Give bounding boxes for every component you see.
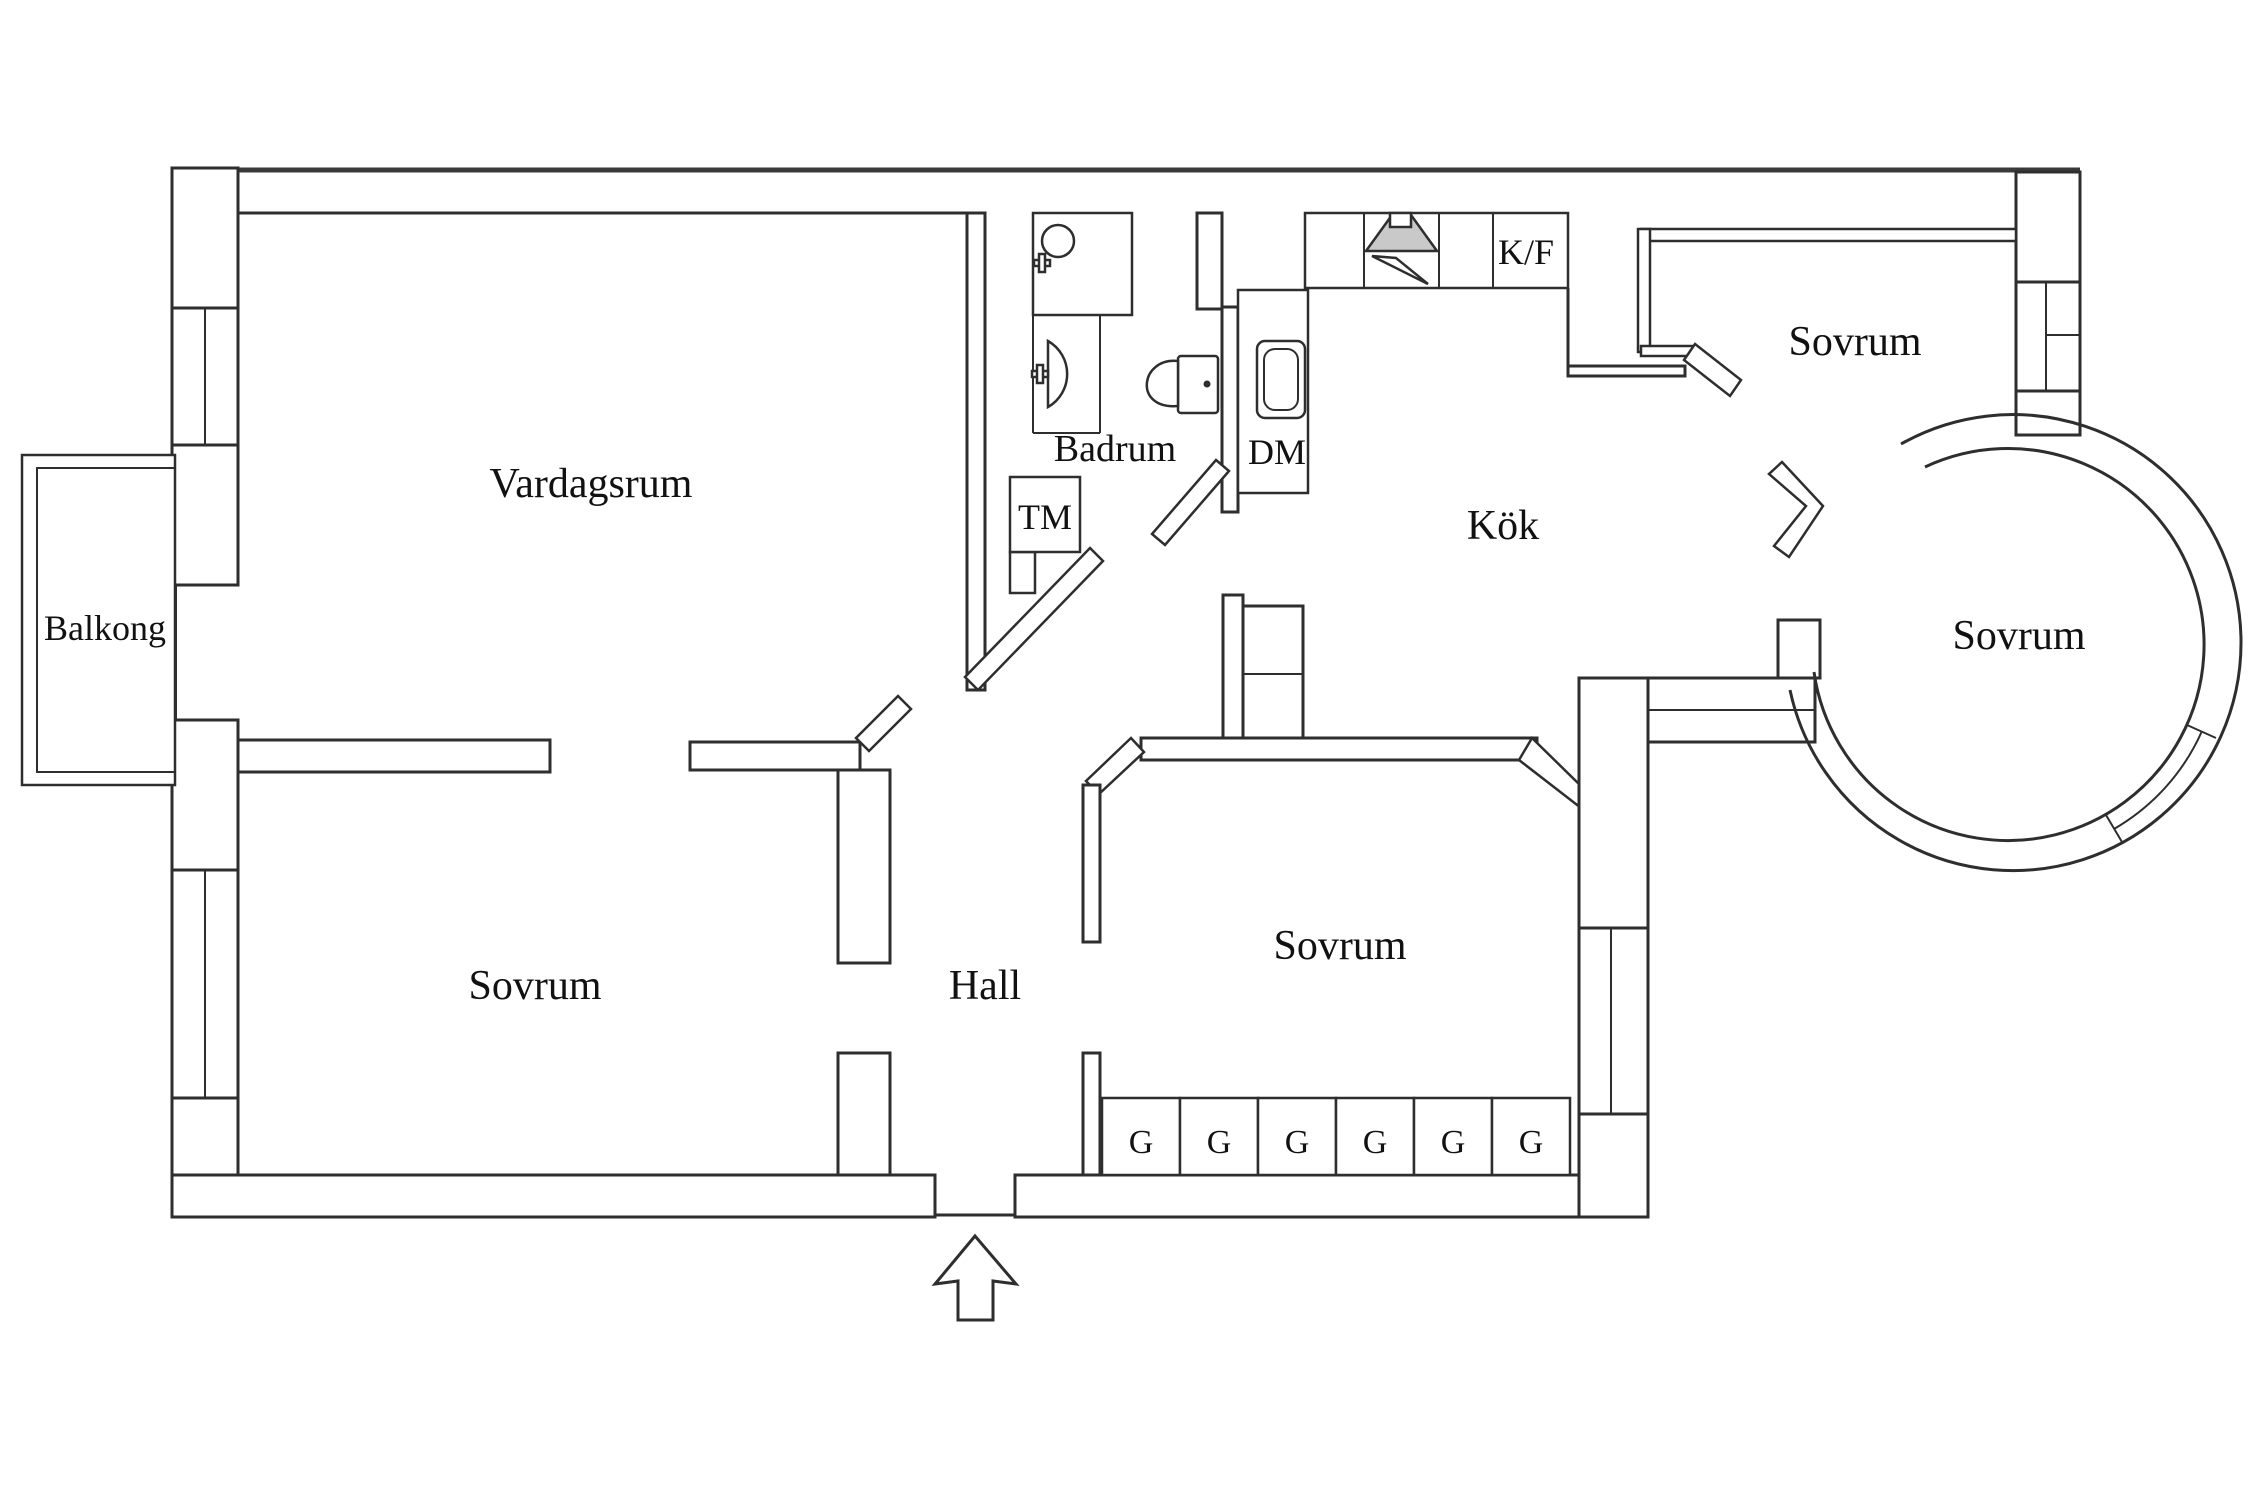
east-wall-window-bay	[1577, 926, 1650, 1116]
label-wardrobe-g: G	[1363, 1124, 1388, 1161]
wall-livingroom-bathroom	[965, 211, 987, 692]
wardrobe-box	[1178, 1096, 1260, 1177]
washbasin-icon	[1046, 338, 1069, 410]
wardrobe-box	[1256, 1096, 1338, 1177]
bathroom-east-wall-upper	[1195, 211, 1224, 311]
tower-walls	[1767, 413, 2243, 873]
bathroom-east-wall	[1220, 305, 1240, 514]
bathroom-door-leaf	[1150, 458, 1231, 547]
tower-inner-arc	[1812, 447, 2206, 843]
tower-outer-arc	[1788, 413, 2243, 873]
faucet-icon	[1035, 363, 1045, 385]
balcony	[20, 453, 177, 787]
label-kf: K/F	[1498, 232, 1554, 272]
east-wall-segment	[1577, 676, 1650, 930]
partition-hall-west	[836, 1051, 892, 1177]
left-wall-segment	[170, 443, 240, 587]
label-dm: DM	[1248, 432, 1306, 472]
east-wall-segment	[1577, 1112, 1650, 1219]
right-wall-segment	[2014, 170, 2082, 284]
labels: Vardagsrum Balkong Sovrum Hall Sovrum Ba…	[44, 232, 2086, 1161]
stove-hood-chimney	[1388, 211, 1413, 229]
partition-hall-east	[1081, 1051, 1102, 1177]
label-wardrobe-g: G	[1441, 1124, 1466, 1161]
right-wall-window-bay	[2014, 280, 2082, 393]
entrance-arrow-icon	[931, 1233, 1020, 1322]
partition-hall-west	[836, 768, 892, 965]
wardrobe-box	[1490, 1096, 1572, 1177]
partition-livingroom-bedroom	[236, 738, 552, 774]
partition-hall-east	[1081, 783, 1102, 944]
label-sovrum-left: Sovrum	[468, 963, 601, 1009]
label-hall: Hall	[949, 963, 1021, 1009]
label-wardrobe-g: G	[1129, 1124, 1154, 1161]
kitchen-fixtures	[1008, 211, 1570, 554]
tower-window-pane	[2113, 730, 2203, 830]
bedroom-tr-left-wall	[1636, 227, 1652, 354]
partition-livingroom-bedroom	[688, 740, 862, 772]
label-balkong: Balkong	[44, 608, 166, 648]
label-sovrum-bottom: Sovrum	[1273, 923, 1406, 969]
kitchen-ne-wall	[1566, 364, 1687, 378]
tower-wall-stub	[1776, 618, 1822, 680]
bedroom-door-leaf	[854, 694, 913, 753]
left-wall-segment	[170, 166, 240, 310]
bedroom-tr-top-wall	[1639, 227, 2018, 243]
kitchen-sink-outer	[1255, 339, 1307, 420]
washing-machine-box	[1008, 475, 1082, 554]
wardrobe-row	[1100, 1096, 1572, 1177]
stove-fan-blade-icon	[1371, 254, 1429, 286]
wardrobe-box	[1334, 1096, 1416, 1177]
tower-door-jamb	[1767, 460, 1825, 559]
label-wardrobe-g: G	[1207, 1124, 1232, 1161]
right-wall-segment	[2014, 389, 2082, 437]
label-sovrum-top-right: Sovrum	[1788, 319, 1921, 365]
bedroom-tr-door-jamb	[1682, 342, 1743, 398]
balcony-outer-rail	[20, 453, 177, 787]
door-jamb	[1008, 550, 1037, 595]
label-badrum: Badrum	[1054, 428, 1176, 470]
bottom-wall-west	[170, 1173, 937, 1219]
shower-basin-icon	[1040, 223, 1076, 259]
toilet-tank	[1176, 354, 1220, 415]
bedroom-south-top-wall	[1139, 736, 1539, 762]
kitchen-sink-basin	[1263, 348, 1299, 411]
label-sovrum-tower: Sovrum	[1952, 613, 2085, 659]
bedroom-ne-chamfer	[1517, 735, 1583, 811]
label-wardrobe-g: G	[1519, 1124, 1544, 1161]
wall-hall-kitchen	[1221, 593, 1245, 747]
livingroom-door-leaf	[963, 546, 1105, 692]
label-kok: Kök	[1467, 503, 1539, 549]
label-vardagsrum: Vardagsrum	[490, 461, 693, 507]
toilet-flush-button	[1203, 380, 1211, 388]
left-wall-segment	[170, 718, 240, 872]
wardrobe-box	[1100, 1096, 1182, 1177]
wardrobe-box	[1412, 1096, 1494, 1177]
toilet-bowl	[1145, 359, 1180, 408]
label-wardrobe-g: G	[1285, 1124, 1310, 1161]
bottom-wall-east	[1013, 1173, 1640, 1219]
faucet-icon	[1037, 252, 1047, 274]
label-tm: TM	[1018, 497, 1072, 537]
interior-walls	[236, 211, 2018, 1219]
bathroom-fixtures	[1030, 211, 1220, 434]
balcony-inner-rail	[36, 467, 176, 773]
